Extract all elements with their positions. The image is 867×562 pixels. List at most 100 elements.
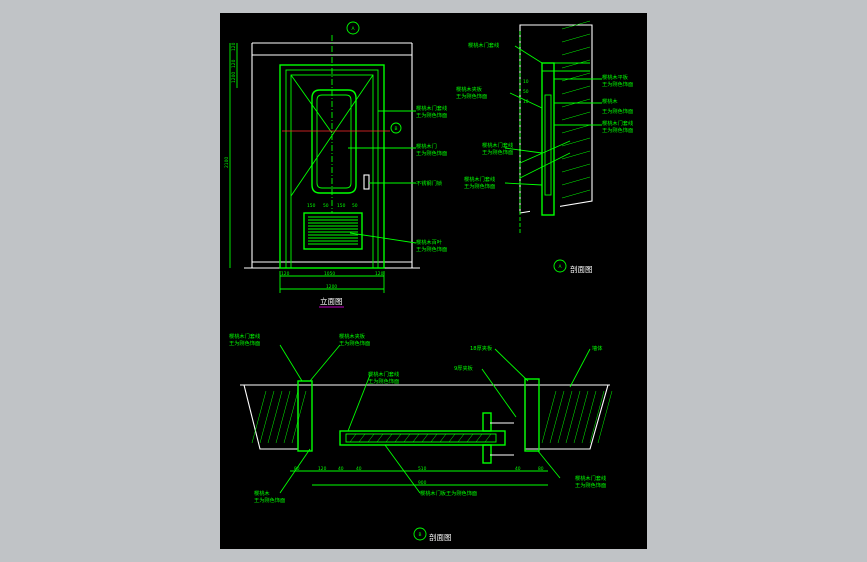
lever-top <box>482 412 492 432</box>
door-core <box>345 433 497 443</box>
dim-b-4: 40 <box>356 466 362 472</box>
marker-a-text: A <box>352 26 355 32</box>
dim-b1-3: 120 <box>375 271 384 277</box>
leader-a4 <box>504 182 543 186</box>
label-a-right-1: 樱桃木平板 <box>602 73 629 81</box>
dim-panel-2: 50 <box>323 203 329 209</box>
label-a-right-4: 王为刚色饰面 <box>602 107 633 115</box>
door-hatch-line <box>439 433 447 443</box>
dim-b-3: 40 <box>338 466 344 472</box>
label-b-7: 18厚夹板 <box>470 344 493 352</box>
door-hatch <box>349 433 492 443</box>
dim-b-8: 900 <box>418 480 427 486</box>
label-b-13: 王为刚色饰面 <box>254 496 285 504</box>
hatch-line <box>561 163 591 173</box>
hatch-line <box>573 390 589 444</box>
dim-panel-1: 150 <box>307 203 316 209</box>
hatch-line <box>549 390 565 444</box>
door-hatch-line <box>367 433 375 443</box>
louver-slats <box>308 216 358 245</box>
hatch-line <box>561 137 591 147</box>
hatch-line <box>561 189 591 199</box>
hatch-line <box>283 390 299 444</box>
dim-b-2: 120 <box>318 466 327 472</box>
door-hatch-line <box>457 433 465 443</box>
label-a-right-2: 王为刚色饰面 <box>602 80 633 88</box>
leader-b2 <box>309 344 341 382</box>
hatch-line <box>561 72 591 82</box>
elevation-title: 立面图 <box>320 296 343 306</box>
section-a-title: 剖面图 <box>570 264 593 274</box>
door-hatch-line <box>394 433 402 443</box>
door-hatch-line <box>412 433 420 443</box>
section-a-view: 10 50 10 樱桃木门套线 樱桃木夹板 王为刚色饰面 樱桃木门套线 王为刚色… <box>456 20 633 274</box>
glass-panel-outer <box>311 89 357 194</box>
dim-b1-1: 120 <box>281 271 290 277</box>
hatch-line <box>561 124 591 134</box>
label-a-left-1: 樱桃木门套线 <box>468 41 499 49</box>
wall-left-section <box>243 384 299 450</box>
section-b-hatch <box>251 390 613 444</box>
dim-b-5: 510 <box>418 466 427 472</box>
door-hatch-line <box>403 433 411 443</box>
leader-b1 <box>279 344 303 382</box>
label-a-left-5: 王为刚色饰面 <box>482 148 513 156</box>
drawing-sheet: A B 120 120 2100 1200 120 1050 120 1200 … <box>220 13 647 549</box>
hatch-line <box>581 390 597 444</box>
leader-b6 <box>569 348 591 388</box>
leader-b3 <box>347 374 371 432</box>
hatch-line <box>597 390 613 444</box>
marker-a2-text: A <box>559 264 562 270</box>
marker-a2-circle <box>553 259 567 273</box>
door-leaf-section <box>339 430 506 446</box>
label-b-8: 9厚夹板 <box>454 364 474 372</box>
door-hatch-line <box>430 433 438 443</box>
door-hatch-line <box>484 433 492 443</box>
label-finish-1: 王为刚色饰面 <box>416 111 447 119</box>
leader-a2 <box>509 92 543 109</box>
hatch-line <box>275 390 291 444</box>
dim-left-3: 2100 <box>224 157 230 168</box>
leader-b4 <box>494 348 529 382</box>
label-a-left-2: 樱桃木夹板 <box>456 85 483 93</box>
hatch-line <box>561 111 591 121</box>
dim-panel-4: 50 <box>352 203 358 209</box>
hatch-line <box>561 33 591 43</box>
hatch-line <box>259 390 275 444</box>
hatch-line <box>565 390 581 444</box>
dim-a-1: 10 <box>523 79 529 85</box>
label-b-2: 王为刚色饰面 <box>229 339 260 347</box>
leader-b8 <box>279 448 311 494</box>
label-finish-2: 王为刚色饰面 <box>416 149 447 157</box>
label-b-11: 王为刚色饰面 <box>575 481 606 489</box>
door-handle <box>363 174 370 190</box>
label-a-left-6: 樱桃木门套线 <box>464 175 495 183</box>
label-b-14: 樱桃木门板王为刚色饰面 <box>420 489 477 497</box>
label-frame-line: 樱桃木门套线 <box>416 104 447 112</box>
label-louver: 樱桃木百叶 <box>416 238 442 246</box>
hatch-line <box>589 390 605 444</box>
hatch-line <box>561 150 591 160</box>
section-b-title: 剖面图 <box>429 532 452 542</box>
glass-panel-inner <box>316 94 352 189</box>
dim-left-2: 120 <box>231 59 237 68</box>
door-hatch-line <box>466 433 474 443</box>
dim-a-3: 10 <box>523 99 529 105</box>
label-a-right-6: 王为刚色饰面 <box>602 126 633 134</box>
dim-b1-2: 1050 <box>324 271 335 277</box>
hatch-line <box>541 390 557 444</box>
leader-4 <box>349 232 417 244</box>
label-b-6: 王为刚色饰面 <box>368 377 399 385</box>
elevation-view: A B 120 120 2100 1200 120 1050 120 1200 … <box>224 21 447 308</box>
label-lock: 不锈钢门锁 <box>416 179 442 187</box>
door-hatch-line <box>358 433 366 443</box>
hatch-line <box>267 390 283 444</box>
wall-hatch <box>561 20 591 199</box>
label-b-12: 樱桃木 <box>254 489 270 497</box>
label-a-right-3: 樱桃木 <box>602 97 618 105</box>
dim-b2: 1200 <box>326 284 337 290</box>
section-b-view: 80 120 40 40 510 40 80 900 樱桃木门套线 王为刚色饰面… <box>229 332 613 542</box>
louver-panel <box>303 212 363 250</box>
label-b-1: 樱桃木门套线 <box>229 332 260 340</box>
label-a-left-4: 樱桃木门套线 <box>482 141 513 149</box>
